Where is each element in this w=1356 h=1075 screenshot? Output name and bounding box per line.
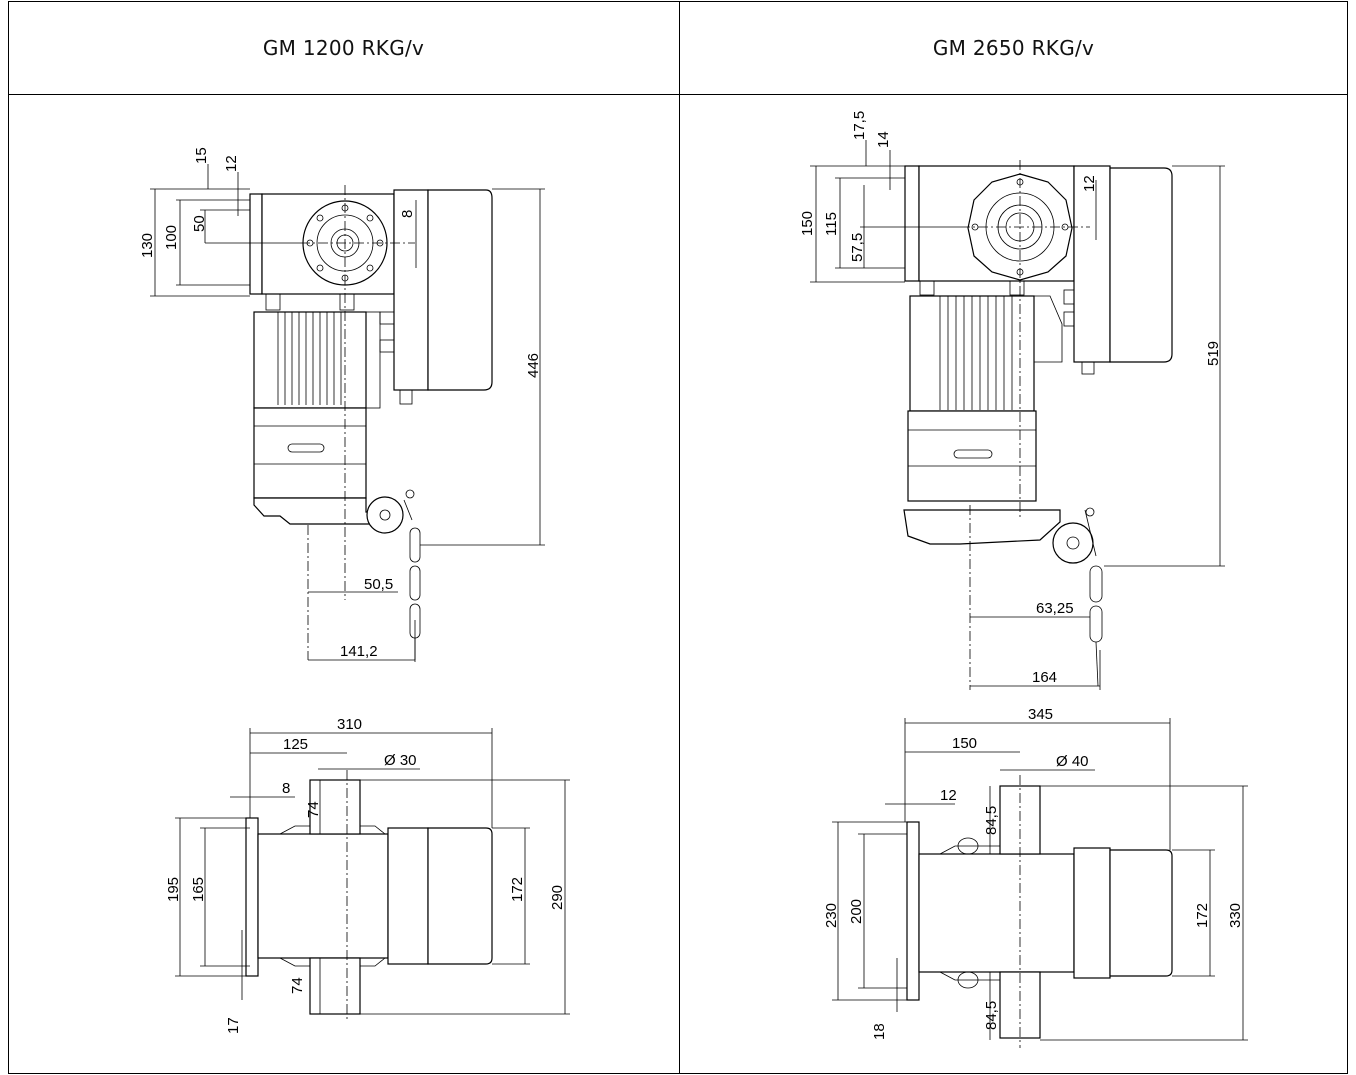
dim-310: 310 <box>337 716 362 733</box>
dim-12-side: 12 <box>1081 175 1098 192</box>
right-top-dimensions: 345 150 Ø 40 12 84,5 230 200 172 330 18 … <box>823 706 1248 1041</box>
left-side-view <box>249 185 493 660</box>
dim-8-top: 8 <box>282 780 290 797</box>
dim-125: 125 <box>283 736 308 753</box>
dim-130: 130 <box>139 233 156 258</box>
dim-141-2: 141,2 <box>340 643 378 660</box>
dim-14: 14 <box>875 131 892 148</box>
dim-100: 100 <box>163 225 180 250</box>
dim-57-5: 57,5 <box>849 233 866 262</box>
dim-17-5: 17,5 <box>851 111 868 140</box>
dim-230: 230 <box>823 903 840 928</box>
dim-446: 446 <box>525 353 542 378</box>
dim-shaft-30: Ø 30 <box>384 752 417 769</box>
dim-200: 200 <box>848 899 865 924</box>
dim-63-25: 63,25 <box>1036 600 1074 617</box>
right-side-view <box>903 160 1173 690</box>
dim-115: 115 <box>823 212 840 236</box>
model-title-right: GM 2650 RKG/v <box>932 35 1095 60</box>
dim-12: 12 <box>223 155 240 172</box>
dim-50: 50 <box>191 215 208 232</box>
dim-172-top: 172 <box>1194 903 1211 928</box>
dim-150-side: 150 <box>799 211 816 236</box>
dim-74-bottom: 74 <box>289 977 306 994</box>
dim-519: 519 <box>1205 341 1222 366</box>
dim-330: 330 <box>1227 903 1244 928</box>
dim-290: 290 <box>549 885 566 910</box>
left-side-dimensions: 130 100 50 15 12 8 446 50,5 141,2 <box>139 147 545 662</box>
dim-150-top: 150 <box>952 735 977 752</box>
dim-165: 165 <box>190 877 207 902</box>
dim-15: 15 <box>193 147 210 164</box>
dim-8: 8 <box>399 210 416 218</box>
dim-84-5-bottom: 84,5 <box>983 1001 1000 1030</box>
dim-172: 172 <box>509 877 526 902</box>
left-top-view <box>245 770 493 1020</box>
right-top-view <box>906 775 1173 1048</box>
dim-345: 345 <box>1028 706 1053 723</box>
dim-74-top: 74 <box>305 801 322 818</box>
dim-18: 18 <box>871 1023 888 1040</box>
model-title-left: GM 1200 RKG/v <box>262 35 425 60</box>
dim-195: 195 <box>165 877 182 902</box>
dim-12-top: 12 <box>940 787 957 804</box>
dim-50-5: 50,5 <box>364 576 393 593</box>
dim-164: 164 <box>1032 669 1057 686</box>
dim-17: 17 <box>225 1017 242 1034</box>
dim-84-5-top: 84,5 <box>983 806 1000 835</box>
right-side-dimensions: 17,5 14 150 115 57,5 12 519 63,25 164 <box>799 111 1225 690</box>
dim-shaft-40: Ø 40 <box>1056 753 1089 770</box>
table-grid <box>8 1 1348 1074</box>
left-top-dimensions: 310 125 Ø 30 8 74 195 165 172 290 17 74 <box>165 716 570 1034</box>
